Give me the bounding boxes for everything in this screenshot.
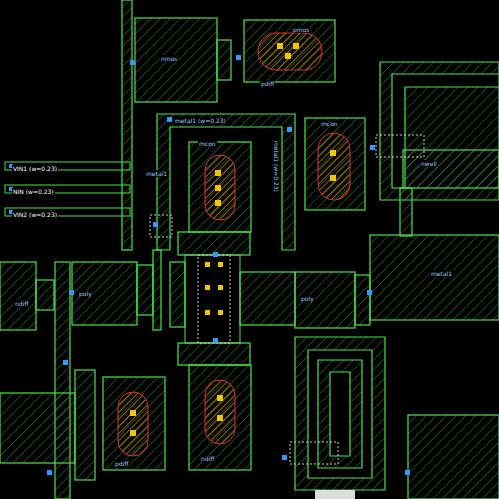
- layer-label: metal1 (w=0.23): [174, 117, 227, 124]
- layer-label: ndiff: [200, 455, 215, 462]
- layer-label: metal1 (w=0.23): [273, 140, 280, 193]
- layer-label: nwell: [420, 160, 438, 167]
- layer-label: pdiff: [114, 460, 129, 467]
- layer-label: NIN (w=0.23): [12, 188, 55, 195]
- layer-label: pdiff: [260, 80, 275, 87]
- layer-label: mcon: [198, 140, 217, 147]
- layer-label: pmos: [292, 26, 310, 33]
- layer-label: nmos: [160, 55, 178, 62]
- layer-label: metal1: [145, 170, 168, 177]
- layer-label: metal1: [430, 270, 453, 277]
- layer-label: ndiff: [14, 300, 29, 307]
- layer-label: VIN2 (w=0.23): [12, 211, 58, 218]
- layer-label: poly: [300, 295, 315, 302]
- layer-label: VIN1 (w=0.23): [12, 165, 58, 172]
- layer-label: mcon: [320, 120, 339, 127]
- layer-label: poly: [78, 290, 93, 297]
